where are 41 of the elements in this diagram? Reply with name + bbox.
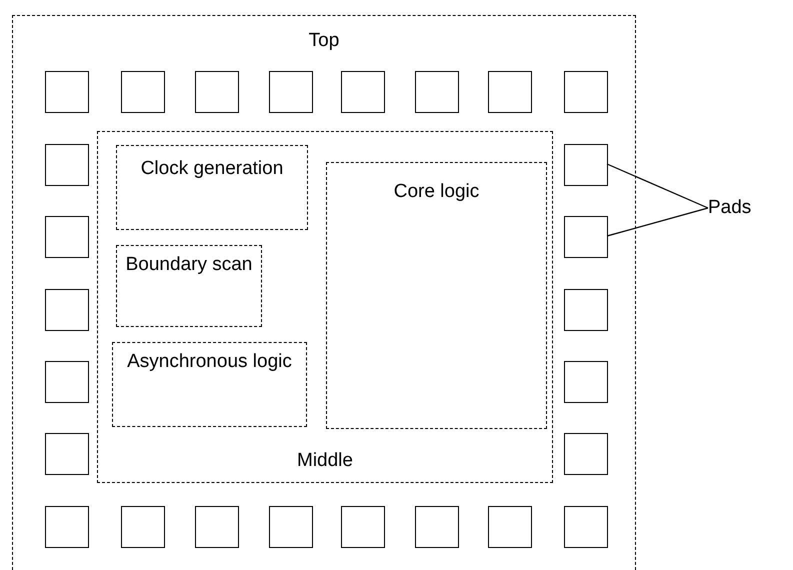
region-label: Top <box>308 30 340 52</box>
pad-square <box>45 289 89 331</box>
pad-square <box>564 361 608 403</box>
text-label: Pads <box>708 194 792 222</box>
dashed-region <box>112 342 307 427</box>
pad-square <box>195 506 239 548</box>
pad-square <box>45 506 89 548</box>
pad-square <box>269 71 313 113</box>
pad-square <box>341 506 385 548</box>
dashed-region <box>12 15 636 570</box>
pad-square <box>341 71 385 113</box>
pad-square <box>564 506 608 548</box>
pad-square <box>121 71 165 113</box>
pad-square <box>564 433 608 475</box>
pad-square <box>564 216 608 258</box>
pad-square <box>195 71 239 113</box>
pad-square <box>269 506 313 548</box>
region-label: Core logic <box>392 181 480 203</box>
pad-square <box>564 144 608 186</box>
pad-square <box>45 71 89 113</box>
pad-square <box>564 289 608 331</box>
region-label: Clock generation <box>140 158 284 180</box>
pad-square <box>564 71 608 113</box>
pad-square <box>415 71 459 113</box>
region-label: Asynchronous logic <box>126 351 293 373</box>
dashed-region <box>116 245 262 327</box>
pad-square <box>45 361 89 403</box>
pad-square <box>415 506 459 548</box>
pad-square <box>45 216 89 258</box>
pad-square <box>45 144 89 186</box>
dashed-region <box>97 131 553 483</box>
region-label: Middle <box>296 450 354 472</box>
leader-line <box>606 207 708 237</box>
dashed-region <box>116 145 308 230</box>
pad-square <box>45 433 89 475</box>
dashed-region <box>326 162 547 429</box>
region-label: Boundary scan <box>124 254 254 276</box>
pad-square <box>121 506 165 548</box>
leader-line <box>606 163 708 209</box>
pad-square <box>488 506 532 548</box>
pad-square <box>488 71 532 113</box>
